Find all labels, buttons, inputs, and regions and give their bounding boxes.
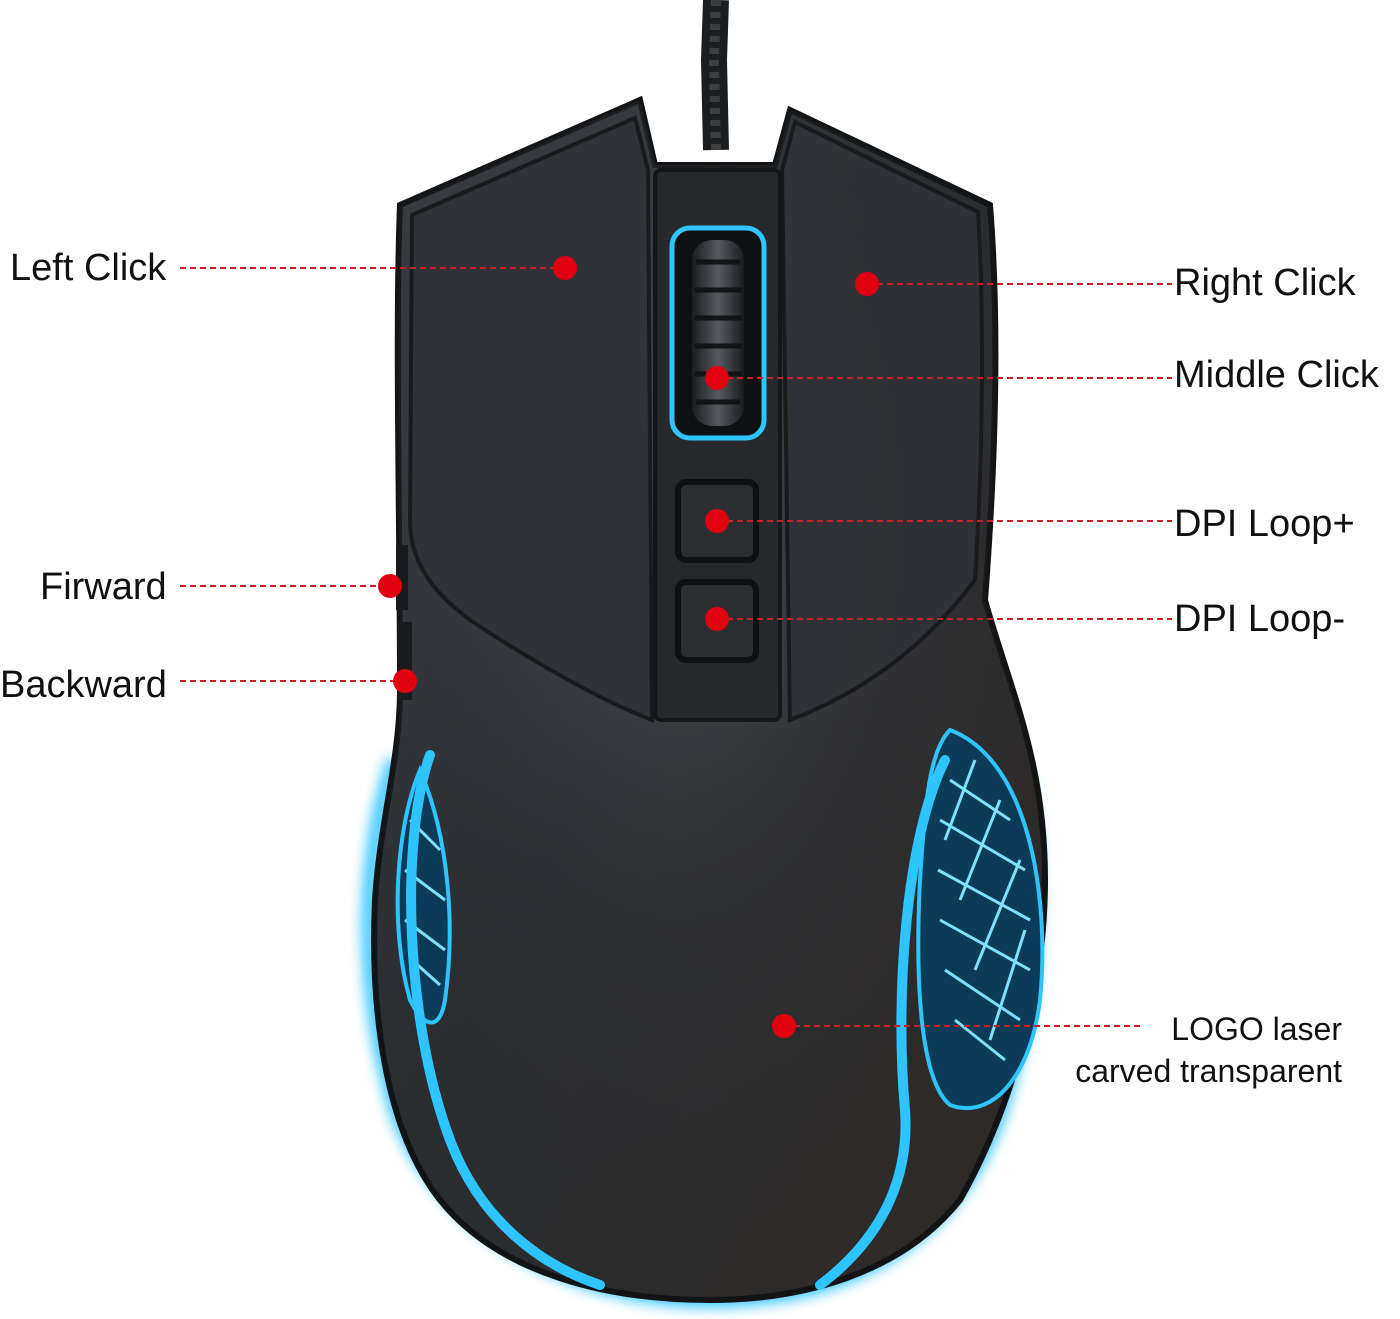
marker-dpi-minus bbox=[705, 607, 729, 631]
label-left-click: Left Click bbox=[10, 247, 167, 289]
label-right-click: Right Click bbox=[1174, 262, 1356, 304]
marker-forward bbox=[378, 574, 402, 598]
leader-lines bbox=[180, 267, 1172, 1027]
label-dpi-plus: DPI Loop+ bbox=[1174, 503, 1355, 545]
label-logo-line2: carved transparent bbox=[1075, 1052, 1342, 1089]
scroll-wheel[interactable] bbox=[669, 225, 767, 441]
marker-dots bbox=[378, 256, 879, 1038]
label-logo: LOGO laser carved transparent bbox=[1075, 1009, 1342, 1092]
marker-left-click bbox=[553, 256, 577, 280]
cable bbox=[700, 0, 729, 151]
label-middle-click: Middle Click bbox=[1174, 354, 1379, 396]
marker-middle-click bbox=[705, 366, 729, 390]
right-click-button[interactable] bbox=[779, 119, 984, 723]
label-forward: Firward bbox=[40, 566, 167, 608]
marker-right-click bbox=[855, 272, 879, 296]
label-backward: Backward bbox=[0, 664, 167, 706]
right-light-strip bbox=[815, 755, 950, 1290]
label-logo-line1: LOGO laser bbox=[1171, 1011, 1342, 1047]
left-light-strip bbox=[406, 750, 605, 1290]
label-dpi-minus: DPI Loop- bbox=[1174, 598, 1346, 640]
marker-dpi-plus bbox=[705, 509, 729, 533]
marker-backward bbox=[393, 669, 417, 693]
marker-logo bbox=[772, 1014, 796, 1038]
